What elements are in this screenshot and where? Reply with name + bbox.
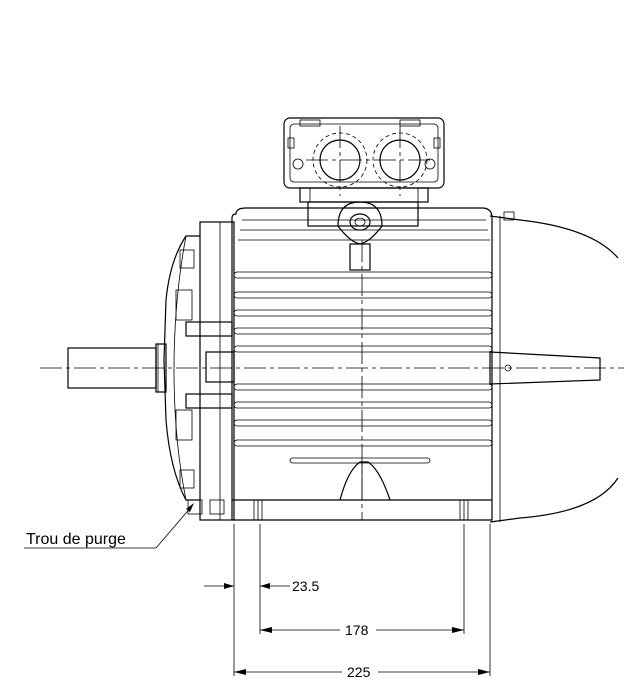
dimension-text-178: 178: [345, 622, 369, 638]
cooling-ribs: [233, 271, 493, 464]
dimension-178: 178: [260, 620, 464, 638]
purge-hole-label: Trou de purge: [26, 531, 126, 548]
dimension-23-5: 23.5: [204, 578, 319, 594]
motor-frame: [231, 201, 493, 521]
purge-hole-callout: Trou de purge: [24, 503, 194, 549]
dimension-text-23-5: 23.5: [292, 578, 319, 594]
lifting-eye: [307, 201, 419, 271]
terminal-box: [283, 117, 445, 203]
fan-cowl: [489, 211, 619, 523]
dimension-extension-lines: [233, 524, 491, 676]
dimension-225: 225: [234, 662, 490, 680]
dimension-text-225: 225: [347, 664, 371, 680]
end-shield: [163, 221, 235, 521]
